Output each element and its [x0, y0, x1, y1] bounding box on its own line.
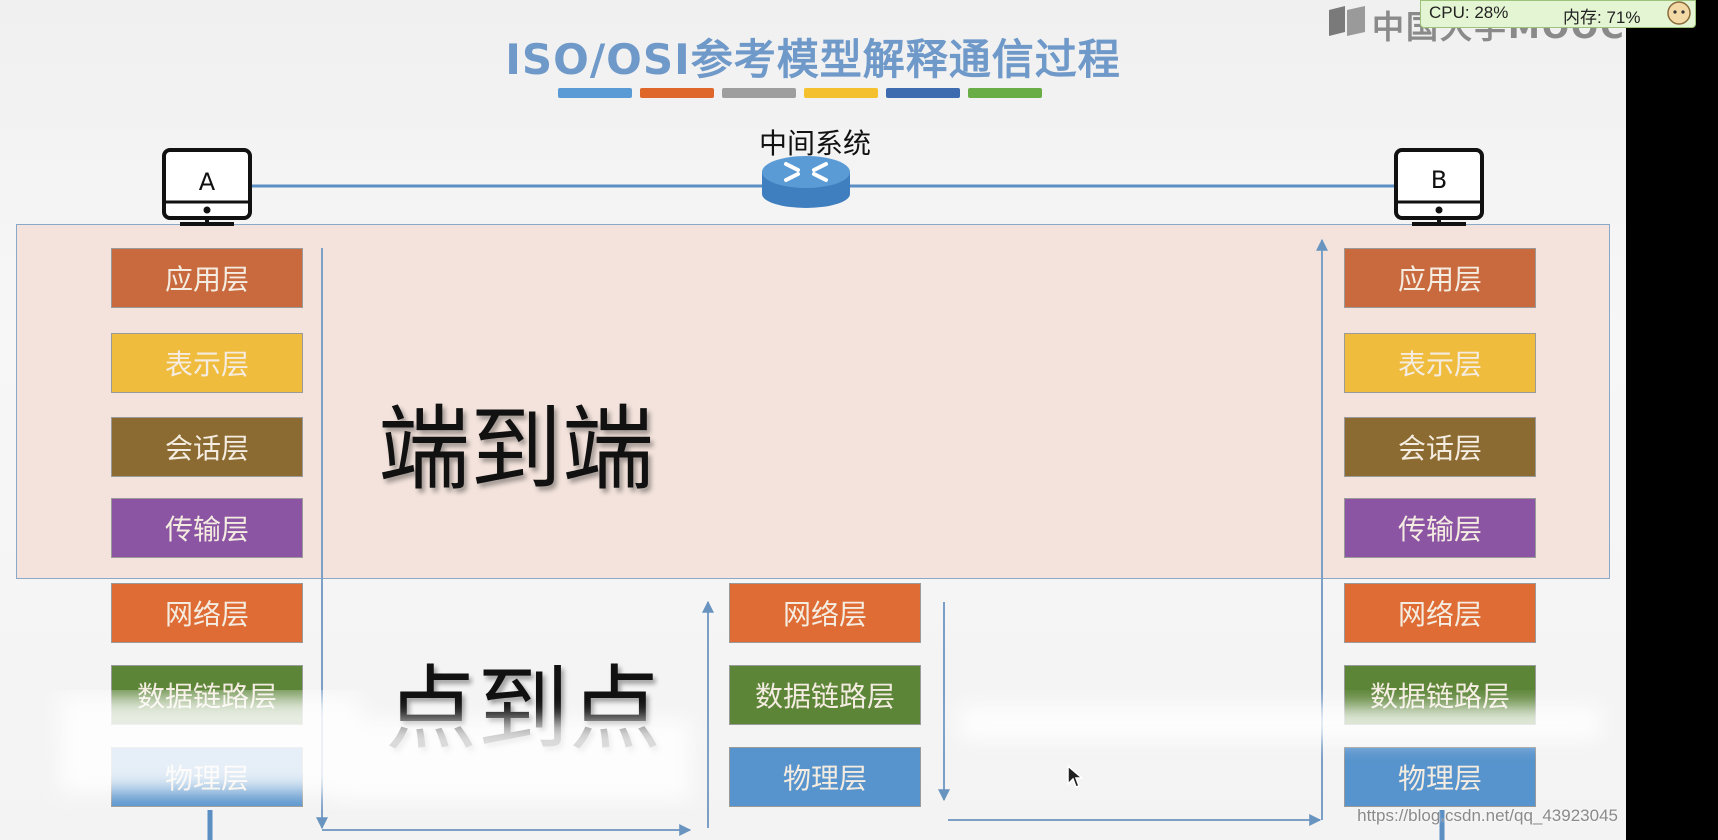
host-a-layer-5: 数据链路层	[111, 665, 303, 725]
host-a-layer-4: 网络层	[111, 583, 303, 643]
middle-system-label: 中间系统	[758, 127, 871, 160]
diagram-lines	[162, 148, 1484, 840]
host-a-label: A	[198, 168, 216, 196]
title-bar	[968, 88, 1042, 98]
host-b-layer-5: 数据链路层	[1344, 665, 1536, 725]
watermark-url: https://blog.csdn.net/qq_43923045	[1357, 806, 1618, 825]
title-bar	[804, 88, 878, 98]
host-a-layer-2: 会话层	[111, 417, 303, 477]
system-monitor: CPU: 28% 内存: 71%	[1420, 0, 1696, 28]
slide: ISO/OSI参考模型解释通信过程 中国大学MOOC	[0, 0, 1626, 840]
point-to-point-label: 点到点	[385, 656, 662, 763]
host-b-layer-0: 应用层	[1344, 248, 1536, 308]
middle-layer-1: 数据链路层	[729, 665, 921, 725]
slide-title: ISO/OSI参考模型解释通信过程	[505, 35, 1121, 84]
host-a-layer-6: 物理层	[111, 747, 303, 807]
title-bar	[722, 88, 796, 98]
host-b-layer-2: 会话层	[1344, 417, 1536, 477]
middle-layer-2: 物理层	[729, 747, 921, 807]
host-b-label: B	[1430, 166, 1448, 194]
host-b-layer-6: 物理层	[1344, 747, 1536, 807]
book-icon	[1329, 6, 1365, 36]
router-icon	[762, 156, 850, 208]
host-a-layer-1: 表示层	[111, 333, 303, 393]
host-a-layer-0: 应用层	[111, 248, 303, 308]
host-b-monitor-icon	[1394, 148, 1484, 226]
middle-layer-0: 网络层	[729, 583, 921, 643]
host-b-layer-1: 表示层	[1344, 333, 1536, 393]
host-a-layer-3: 传输层	[111, 498, 303, 558]
host-b-layer-4: 网络层	[1344, 583, 1536, 643]
title-bar	[640, 88, 714, 98]
host-a-monitor-icon	[162, 148, 252, 226]
pet-icon	[1667, 1, 1691, 25]
title-bar	[886, 88, 960, 98]
title-bar	[558, 88, 632, 98]
memory-usage: 内存: 71%	[1563, 8, 1641, 27]
mouse-cursor-icon	[1067, 764, 1084, 788]
cpu-usage: CPU: 28%	[1429, 3, 1509, 22]
host-b-layer-3: 传输层	[1344, 498, 1536, 558]
end-to-end-label: 端到端	[378, 396, 655, 503]
